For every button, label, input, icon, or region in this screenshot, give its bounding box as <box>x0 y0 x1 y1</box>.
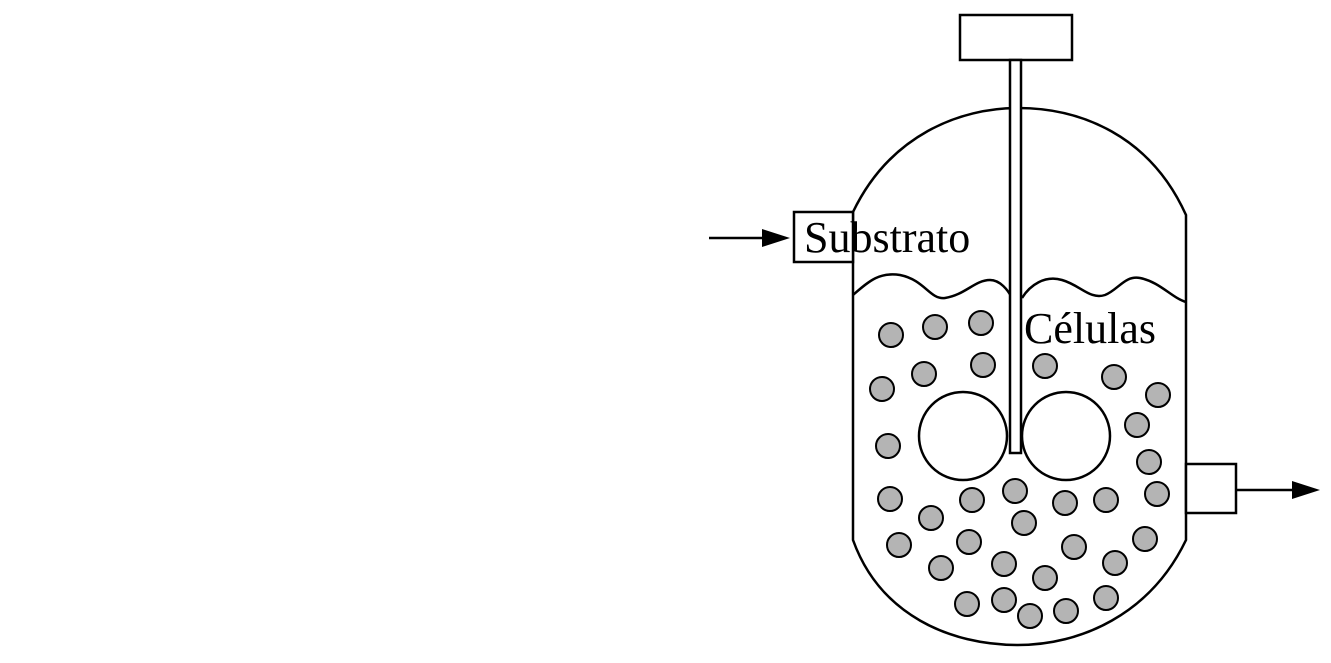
inlet-arrow-head <box>762 229 790 247</box>
inlet-port <box>792 210 855 264</box>
cell <box>1093 585 1119 611</box>
cell <box>991 587 1017 613</box>
cell <box>1124 412 1150 438</box>
cell <box>959 487 985 513</box>
cells-label: Células <box>1024 304 1156 353</box>
liquid-surface-right <box>1020 276 1187 304</box>
liquid-surface <box>852 273 1014 300</box>
vessel-outline <box>851 106 1188 647</box>
cell <box>954 591 980 617</box>
cell <box>968 310 994 336</box>
cell <box>1102 550 1128 576</box>
cell <box>869 376 895 402</box>
cell <box>877 486 903 512</box>
cell <box>875 433 901 459</box>
cell <box>1136 449 1162 475</box>
cell <box>1101 364 1127 390</box>
cell <box>1052 490 1078 516</box>
cell <box>911 361 937 387</box>
cell <box>1093 487 1119 513</box>
motor-box <box>958 13 1074 62</box>
cell <box>1002 478 1028 504</box>
cell <box>886 532 912 558</box>
outlet-arrow-head <box>1292 481 1320 499</box>
cell <box>1144 481 1170 507</box>
cell <box>1132 526 1158 552</box>
impeller-right <box>1020 390 1112 482</box>
cell <box>1011 510 1037 536</box>
cell <box>1032 353 1058 379</box>
cell <box>956 529 982 555</box>
cell <box>928 555 954 581</box>
cell <box>922 314 948 340</box>
cell <box>991 551 1017 577</box>
cell <box>1017 603 1043 629</box>
cell <box>1053 598 1079 624</box>
inlet-label: Substrato <box>804 213 970 262</box>
cell <box>918 505 944 531</box>
cell <box>1061 534 1087 560</box>
cell <box>1032 565 1058 591</box>
outlet-port <box>1184 462 1238 515</box>
agitator-shaft <box>1008 58 1023 455</box>
cell <box>970 352 996 378</box>
cell <box>1145 382 1171 408</box>
impeller-left <box>917 390 1009 482</box>
cell <box>878 322 904 348</box>
cells-group <box>869 310 1171 629</box>
